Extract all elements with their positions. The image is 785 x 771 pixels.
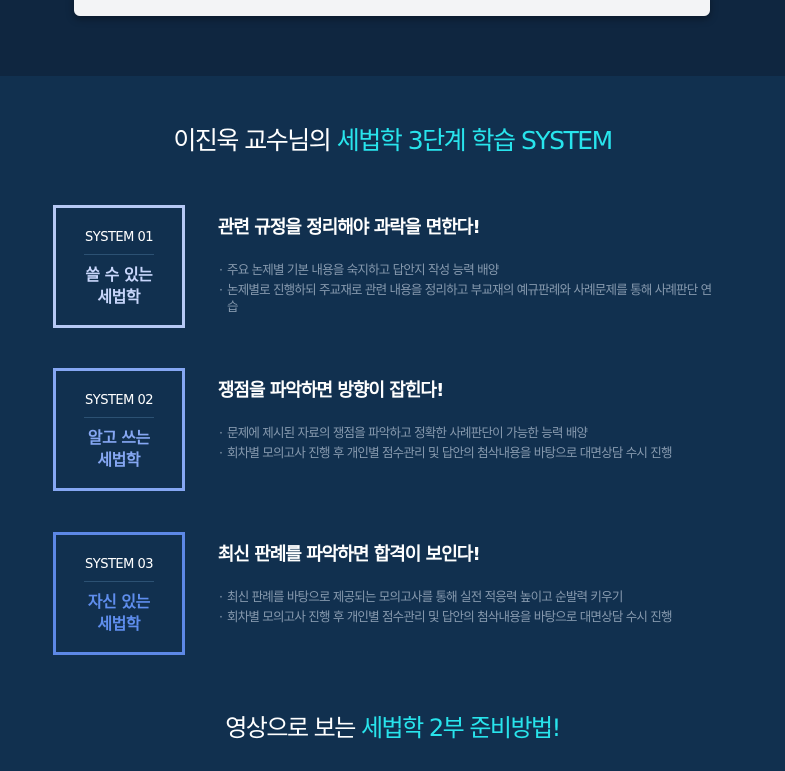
list-item: 회차별 모의고사 진행 후 개인별 점수관리 및 답안의 첨삭내용을 바탕으로 … bbox=[219, 444, 719, 461]
system-02-name: 알고 쓰는 세법학 bbox=[56, 427, 182, 471]
system-01-heading: 관련 규정을 정리해야 과락을 면한다! bbox=[218, 217, 481, 238]
system-03-divider bbox=[84, 581, 154, 582]
video-section-title-accent: 세법학 2부 준비방법! bbox=[360, 714, 561, 742]
top-band bbox=[0, 0, 785, 76]
list-item: 논제별로 진행하되 주교재로 관련 내용을 정리하고 부교재의 예규판례와 사례… bbox=[219, 281, 719, 315]
system-02-box: SYSTEM 02 알고 쓰는 세법학 bbox=[53, 368, 185, 491]
system-01-bullets: 주요 논제별 기본 내용을 숙지하고 답안지 작성 능력 배양 논제별로 진행하… bbox=[219, 261, 719, 318]
system-03-name-line2: 세법학 bbox=[97, 614, 141, 633]
system-03-heading: 최신 판례를 파악하면 합격이 보인다! bbox=[218, 544, 481, 565]
system-01-divider bbox=[84, 254, 154, 255]
system-03-name-line1: 자신 있는 bbox=[88, 592, 150, 611]
system-01-name: 쓸 수 있는 세법학 bbox=[56, 264, 182, 308]
system-03-box: SYSTEM 03 자신 있는 세법학 bbox=[53, 532, 185, 655]
section-title: 이진욱 교수님의 세법학 3단계 학습 SYSTEM bbox=[0, 121, 785, 157]
list-item: 회차별 모의고사 진행 후 개인별 점수관리 및 답안의 첨삭내용을 바탕으로 … bbox=[219, 608, 719, 625]
system-03-label: SYSTEM 03 bbox=[85, 557, 154, 572]
video-section-title-prefix: 영상으로 보는 bbox=[225, 714, 356, 742]
list-item: 문제에 제시된 자료의 쟁점을 파악하고 정확한 사례판단이 가능한 능력 배양 bbox=[219, 424, 719, 441]
video-section-title: 영상으로 보는 세법학 2부 준비방법! bbox=[0, 708, 785, 743]
section-title-accent: 세법학 3단계 학습 SYSTEM bbox=[336, 126, 613, 155]
system-02-name-line2: 세법학 bbox=[97, 450, 141, 469]
section-title-prefix: 이진욱 교수님의 bbox=[173, 126, 331, 155]
list-item: 최신 판례를 바탕으로 제공되는 모의고사를 통해 실전 적응력 높이고 순발력… bbox=[219, 588, 719, 605]
system-01-name-line1: 쓸 수 있는 bbox=[85, 265, 153, 284]
system-03-name: 자신 있는 세법학 bbox=[56, 591, 182, 635]
system-02-label: SYSTEM 02 bbox=[85, 393, 154, 408]
top-card bbox=[74, 0, 710, 16]
system-02-divider bbox=[84, 417, 154, 418]
system-01-box: SYSTEM 01 쓸 수 있는 세법학 bbox=[53, 205, 185, 328]
system-02-bullets: 문제에 제시된 자료의 쟁점을 파악하고 정확한 사례판단이 가능한 능력 배양… bbox=[219, 424, 719, 464]
system-01-name-line2: 세법학 bbox=[97, 287, 141, 306]
system-01-label: SYSTEM 01 bbox=[85, 230, 154, 245]
system-02-name-line1: 알고 쓰는 bbox=[88, 428, 150, 447]
list-item: 주요 논제별 기본 내용을 숙지하고 답안지 작성 능력 배양 bbox=[219, 261, 719, 278]
system-03-bullets: 최신 판례를 바탕으로 제공되는 모의고사를 통해 실전 적응력 높이고 순발력… bbox=[219, 588, 719, 628]
system-02-heading: 쟁점을 파악하면 방향이 잡힌다! bbox=[218, 380, 444, 401]
